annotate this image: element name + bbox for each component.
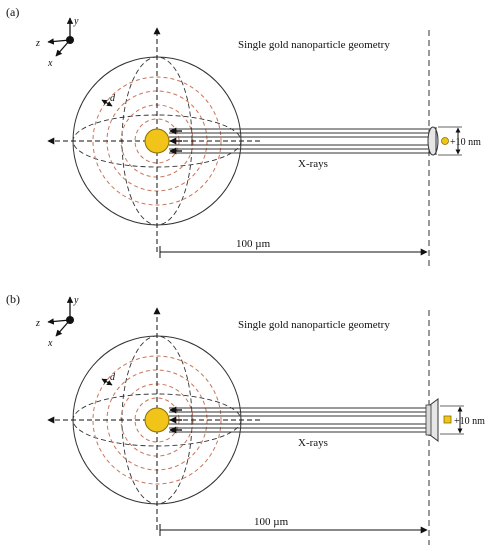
gold-nanoparticle <box>144 128 170 154</box>
particle-size-circle-icon <box>441 137 449 145</box>
xray-beam <box>169 128 436 154</box>
size-label: +10 nm <box>454 416 485 427</box>
coordinate-axes: y z x <box>35 295 79 349</box>
distance-arrow <box>159 524 428 536</box>
panel-label: (b) <box>6 292 20 306</box>
distance-label: 100 µm <box>254 516 289 528</box>
distance-arrow <box>159 246 428 258</box>
beam-arrowheads <box>169 406 182 434</box>
distance-marker-label: d <box>110 372 116 383</box>
panel-a: (a) y z x Single gold nanoparticle geome… <box>6 5 481 266</box>
axis-y-label: y <box>73 295 79 306</box>
distance-marker: d <box>101 93 116 107</box>
axis-x-label: x <box>47 58 53 69</box>
coordinate-axes: y z x <box>35 16 79 69</box>
beam-aperture <box>425 398 439 442</box>
beam-label: X-rays <box>298 158 328 170</box>
beam-label: X-rays <box>298 437 328 449</box>
axis-x-label: x <box>47 338 53 349</box>
xray-beam <box>169 407 436 433</box>
axis-z-label: z <box>35 318 40 329</box>
beam-arrowheads <box>169 127 182 155</box>
gold-nanoparticle <box>144 407 170 433</box>
size-annotation: +10 nm <box>438 126 481 156</box>
panel-title: Single gold nanoparticle geometry <box>238 39 390 51</box>
panel-title: Single gold nanoparticle geometry <box>238 319 390 331</box>
distance-marker: d <box>101 372 116 386</box>
panel-b: (b) y z x Single gold nanoparticle geome… <box>6 292 485 545</box>
size-annotation: +10 nm <box>440 405 485 435</box>
distance-marker-label: d <box>110 93 116 104</box>
panel-label: (a) <box>6 5 19 19</box>
axis-z-label: z <box>35 38 40 49</box>
beam-aperture <box>427 126 439 156</box>
size-label: +10 nm <box>450 137 481 148</box>
axis-y-label: y <box>73 16 79 27</box>
distance-label: 100 µm <box>236 238 271 250</box>
particle-size-square-icon <box>443 415 452 424</box>
